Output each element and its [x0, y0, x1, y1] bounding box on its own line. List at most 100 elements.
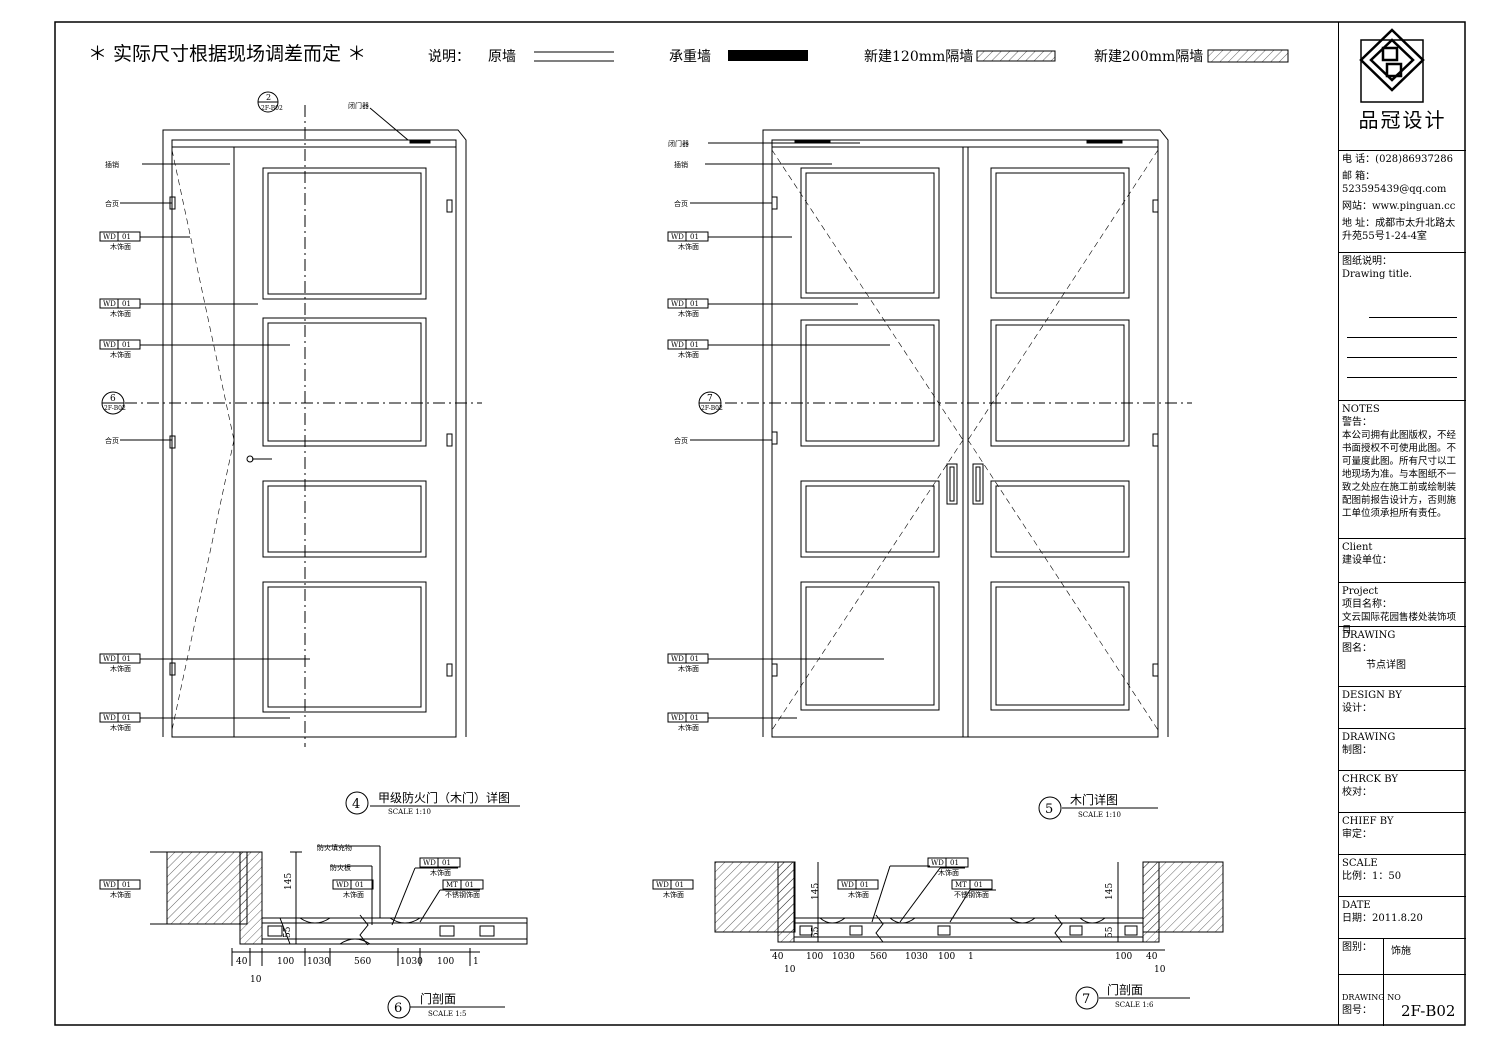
legend-200-label: 新建200mm隔墙 — [1094, 49, 1203, 65]
drawing-title-box: 图纸说明： Drawing title. — [1339, 252, 1466, 400]
design-cn: 设计： — [1342, 703, 1372, 714]
svg-text:100: 100 — [277, 957, 294, 967]
svg-text:55: 55 — [1105, 926, 1115, 938]
svg-text:MT: MT — [955, 881, 967, 889]
date-cn: 日期：2011.8.20 — [1342, 913, 1423, 924]
svg-text:145: 145 — [284, 873, 294, 890]
drawing-title-cn: 图纸说明： — [1342, 256, 1392, 267]
svg-text:木饰面: 木饰面 — [110, 664, 131, 673]
no-cn: 图号： — [1342, 1005, 1372, 1016]
svg-text:合页: 合页 — [674, 436, 688, 445]
svg-text:闭门器: 闭门器 — [668, 139, 689, 148]
double-door-caption: 5 木门详图 SCALE 1:10 — [1038, 792, 1158, 820]
notes-body: 本公司拥有此图版权，不经书面授权不可使用此图。不可量度此图。所有尺寸以工地现场为… — [1342, 430, 1457, 519]
section-7-detail — [714, 861, 1224, 951]
section-7-caption: 7 门剖面 SCALE 1:6 — [1075, 982, 1190, 1010]
single-door-labels: 2 2F-B02 闭门器 插销 合页 合页 — [105, 91, 369, 445]
svg-text:01: 01 — [122, 655, 131, 663]
design-en: DESIGN BY — [1342, 690, 1402, 701]
legend-120-label: 新建120mm隔墙 — [864, 49, 973, 65]
phone: 电 话：(028)86937286 — [1342, 154, 1453, 165]
drawing-no-box: DRAWING NO 图号： 2F-B02 — [1339, 974, 1466, 1026]
svg-text:WD: WD — [671, 341, 684, 349]
svg-text:WD: WD — [103, 655, 116, 663]
chief-en: CHIEF BY — [1342, 816, 1394, 827]
svg-text:木饰面: 木饰面 — [938, 868, 959, 877]
legend-bearing-label: 承重墙 — [669, 49, 711, 65]
drawn-en: DRAWING — [1342, 732, 1396, 743]
drawing-name: 节点详图 — [1366, 660, 1406, 671]
svg-text:01: 01 — [355, 881, 364, 889]
svg-text:2F-B02: 2F-B02 — [701, 405, 723, 412]
svg-text:6: 6 — [110, 394, 116, 404]
svg-text:55: 55 — [283, 926, 293, 938]
svg-text:WD: WD — [103, 341, 116, 349]
svg-text:01: 01 — [690, 233, 699, 241]
svg-text:2F-B02: 2F-B02 — [261, 105, 283, 112]
address: 地 址：成都市太升北路太升苑55号1-24-4室 — [1342, 218, 1456, 242]
svg-text:WD: WD — [671, 714, 684, 722]
svg-text:01: 01 — [974, 881, 983, 889]
sheet-border — [54, 21, 1466, 1026]
svg-text:WD: WD — [931, 859, 944, 867]
hinge-label-2: 合页 — [105, 436, 119, 445]
legend-original-label: 原墙 — [488, 49, 516, 65]
svg-text:1: 1 — [473, 957, 479, 967]
svg-text:MT: MT — [446, 881, 458, 889]
drawing-number: 2F-B02 — [1401, 1002, 1456, 1020]
svg-text:100: 100 — [938, 952, 955, 962]
svg-text:WD: WD — [671, 233, 684, 241]
svg-text:100: 100 — [437, 957, 454, 967]
svg-text:木饰面: 木饰面 — [663, 890, 684, 899]
drawn-by-box: DRAWING 制图： — [1339, 728, 1466, 770]
svg-text:40: 40 — [1146, 952, 1158, 962]
notes-box: NOTES 警告： 本公司拥有此图版权，不经书面授权不可使用此图。不可量度此图。… — [1339, 400, 1466, 538]
svg-text:1030: 1030 — [905, 952, 928, 962]
svg-text:木饰面: 木饰面 — [678, 242, 699, 251]
chief-by-box: CHIEF BY 审定： — [1339, 812, 1466, 854]
svg-text:木饰面: 木饰面 — [848, 890, 869, 899]
svg-text:5: 5 — [1045, 802, 1053, 817]
svg-text:门剖面: 门剖面 — [1107, 982, 1143, 997]
svg-text:防火填充物: 防火填充物 — [317, 843, 352, 852]
svg-text:1030: 1030 — [400, 957, 423, 967]
svg-text:WD: WD — [423, 859, 436, 867]
project-box: Project 项目名称： 文云国际花园售楼处装饰项目 — [1339, 582, 1466, 636]
svg-text:木饰面: 木饰面 — [678, 350, 699, 359]
single-door-caption: 4 甲级防火门（木门）详图 SCALE 1:10 — [345, 790, 520, 816]
svg-text:145: 145 — [1105, 883, 1115, 900]
svg-text:01: 01 — [122, 714, 131, 722]
svg-text:01: 01 — [690, 300, 699, 308]
svg-text:01: 01 — [122, 233, 131, 241]
svg-text:01: 01 — [690, 714, 699, 722]
scale-cn: 比例：1：50 — [1342, 871, 1402, 882]
svg-text:7: 7 — [707, 394, 713, 404]
drawing-type-box: 图别： 饰施 — [1339, 938, 1466, 975]
single-door-elevation — [120, 105, 482, 747]
svg-text:木饰面: 木饰面 — [430, 868, 451, 877]
section-6-detail — [150, 845, 528, 966]
svg-text:木饰面: 木饰面 — [343, 890, 364, 899]
type-value: 饰施 — [1391, 946, 1411, 957]
svg-text:不锈钢饰面: 不锈钢饰面 — [445, 890, 480, 899]
drawing-title-en: Drawing title. — [1342, 269, 1413, 280]
svg-text:WD: WD — [656, 881, 669, 889]
client-box: Client 建设单位： — [1339, 538, 1466, 582]
check-en: CHRCK BY — [1342, 774, 1398, 785]
contact-info: 电 话：(028)86937286 邮 箱：523595439@qq.com 网… — [1339, 150, 1466, 252]
svg-text:不锈钢饰面: 不锈钢饰面 — [954, 890, 989, 899]
bolt-label: 插销 — [105, 160, 119, 169]
email: 邮 箱：523595439@qq.com — [1342, 171, 1447, 195]
client-en: Client — [1342, 542, 1373, 553]
svg-text:01: 01 — [860, 881, 869, 889]
brand-name: 品冠设计 — [1358, 108, 1447, 132]
legend-120-symbol — [976, 50, 1056, 62]
svg-text:1030: 1030 — [307, 957, 330, 967]
chief-cn: 审定： — [1342, 829, 1372, 840]
company-logo: 品冠设计 — [1339, 22, 1466, 150]
svg-text:SCALE 1:10: SCALE 1:10 — [1078, 811, 1121, 819]
svg-text:防火板: 防火板 — [330, 863, 351, 872]
